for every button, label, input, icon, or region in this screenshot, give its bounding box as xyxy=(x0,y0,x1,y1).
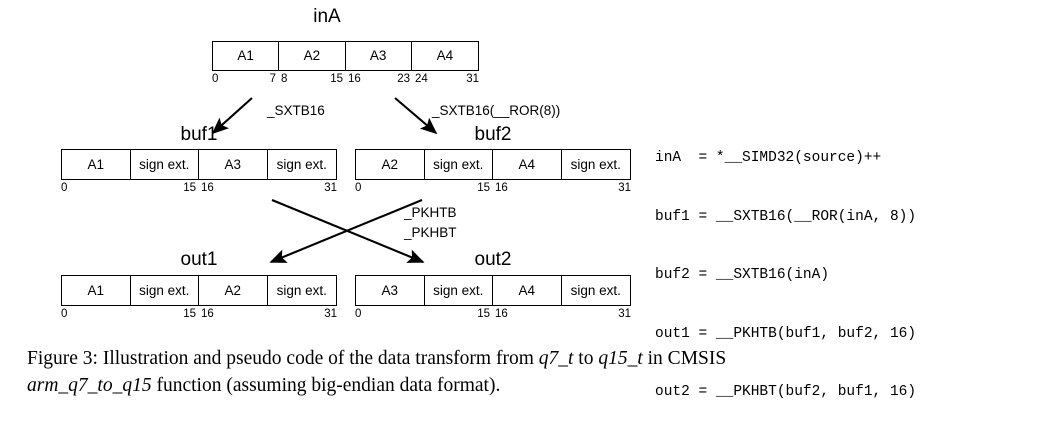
register-buf1: A1 sign ext. A3 sign ext. xyxy=(61,149,337,180)
register-out1: A1 sign ext. A2 sign ext. xyxy=(61,275,337,306)
caption-text: to xyxy=(573,348,599,369)
bit-ticks-buf2: 0 15 16 31 xyxy=(355,182,631,197)
register-label-out1: out1 xyxy=(180,249,218,270)
caption-text: Figure 3: Illustration and pseudo code o… xyxy=(27,348,539,369)
register-cell: A3 xyxy=(356,276,425,305)
bit-tick: 0 xyxy=(212,73,219,85)
bit-tick: 16 xyxy=(201,182,214,194)
register-cell: sign ext. xyxy=(276,156,327,172)
bit-ticks-inA: 0 7 8 15 16 23 24 31 xyxy=(212,73,479,88)
register-cell: A4 xyxy=(493,276,562,305)
register-buf2: A2 sign ext. A4 sign ext. xyxy=(355,149,631,180)
bit-tick: 16 xyxy=(348,73,361,85)
bit-tick: 7 xyxy=(269,73,276,85)
bit-tick: 15 xyxy=(477,308,490,320)
pseudo-code-block: inA = *__SIMD32(source)++ buf1 = __SXTB1… xyxy=(655,110,916,442)
code-line: inA = *__SIMD32(source)++ xyxy=(655,150,882,166)
bit-tick: 0 xyxy=(355,308,362,320)
register-cell: A4 xyxy=(436,48,454,64)
bit-tick: 23 xyxy=(397,73,410,85)
caption-text: in CMSIS xyxy=(642,348,727,369)
caption-math-q7t: q7_t xyxy=(538,348,574,369)
bit-tick: 8 xyxy=(281,73,288,85)
caption-math-function-name: arm_q7_to_q15 xyxy=(27,375,152,396)
bit-ticks-out1: 0 15 16 31 xyxy=(61,308,337,323)
bit-tick: 0 xyxy=(355,182,362,194)
bit-tick: 16 xyxy=(201,308,214,320)
register-label-buf1: buf1 xyxy=(180,124,218,145)
register-cell: sign ext. xyxy=(425,150,493,179)
bit-tick: 15 xyxy=(330,73,343,85)
arrow-label-sxtb16: _SXTB16 xyxy=(267,103,325,118)
bit-tick: 31 xyxy=(618,308,631,320)
register-cell: A1 xyxy=(213,42,280,70)
caption-math-q15t: q15_t xyxy=(598,348,643,369)
register-cell: A3 xyxy=(199,150,268,179)
arrow-label-pkhtb: _PKHTB xyxy=(404,205,457,220)
figure-illustration: _SXTB16 _SXTB16(__ROR(8)) _PKHTB _PKHBT … xyxy=(61,6,916,400)
register-cell: A2 xyxy=(199,276,268,305)
bit-ticks-out2: 0 15 16 31 xyxy=(355,308,631,323)
bit-tick: 0 xyxy=(61,308,68,320)
register-out2: A3 sign ext. A4 sign ext. xyxy=(355,275,631,306)
code-line: buf2 = __SXTB16(inA) xyxy=(655,267,830,283)
register-label-out2: out2 xyxy=(474,249,512,270)
register-cell: A1 xyxy=(62,276,131,305)
register-cell: sign ext. xyxy=(425,276,493,305)
bit-tick: 0 xyxy=(61,182,68,194)
register-cell: sign ext. xyxy=(131,150,199,179)
bit-ticks-buf1: 0 15 16 31 xyxy=(61,182,337,197)
register-inA: A1 A2 A3 A4 xyxy=(212,41,479,71)
bit-tick: 15 xyxy=(183,308,196,320)
bit-tick: 15 xyxy=(477,182,490,194)
register-cell: sign ext. xyxy=(570,282,621,298)
arrow-layer xyxy=(211,97,438,263)
register-label-buf2: buf2 xyxy=(474,124,512,145)
register-cell: sign ext. xyxy=(276,282,327,298)
code-line: buf1 = __SXTB16(__ROR(inA, 8)) xyxy=(655,208,917,225)
register-cell: sign ext. xyxy=(131,276,199,305)
bit-tick: 16 xyxy=(495,182,508,194)
caption-line-1: Figure 3: Illustration and pseudo code o… xyxy=(27,345,1031,372)
register-cell: A1 xyxy=(62,150,131,179)
arrow-inA-to-buf1 xyxy=(211,97,253,135)
code-line: out1 = __PKHTB(buf1, buf2, 16) xyxy=(655,325,917,342)
arrow-buf2-to-out1 xyxy=(269,199,423,263)
arrow-inA-to-buf2 xyxy=(394,97,438,135)
register-cell: A4 xyxy=(493,150,562,179)
caption-text: function (assuming big-endian data forma… xyxy=(151,375,501,396)
bit-tick: 31 xyxy=(466,73,479,85)
figure-caption: Figure 3: Illustration and pseudo code o… xyxy=(27,345,1031,399)
register-cell: A2 xyxy=(279,42,346,70)
bit-tick: 31 xyxy=(324,308,337,320)
bit-tick: 31 xyxy=(618,182,631,194)
bit-tick: 31 xyxy=(324,182,337,194)
arrow-label-pkhbt: _PKHBT xyxy=(404,225,457,240)
arrow-label-sxtb16-ror: _SXTB16(__ROR(8)) xyxy=(432,103,561,118)
caption-line-2: arm_q7_to_q15 function (assuming big-end… xyxy=(27,372,1031,399)
bit-tick: 24 xyxy=(415,73,428,85)
register-label-inA: inA xyxy=(313,6,341,27)
register-cell: sign ext. xyxy=(570,156,621,172)
code-line: out2 = __PKHBT(buf2, buf1, 16) xyxy=(655,384,917,400)
register-cell: A2 xyxy=(356,150,425,179)
bit-tick: 15 xyxy=(183,182,196,194)
bit-tick: 16 xyxy=(495,308,508,320)
register-cell: A3 xyxy=(346,42,412,70)
